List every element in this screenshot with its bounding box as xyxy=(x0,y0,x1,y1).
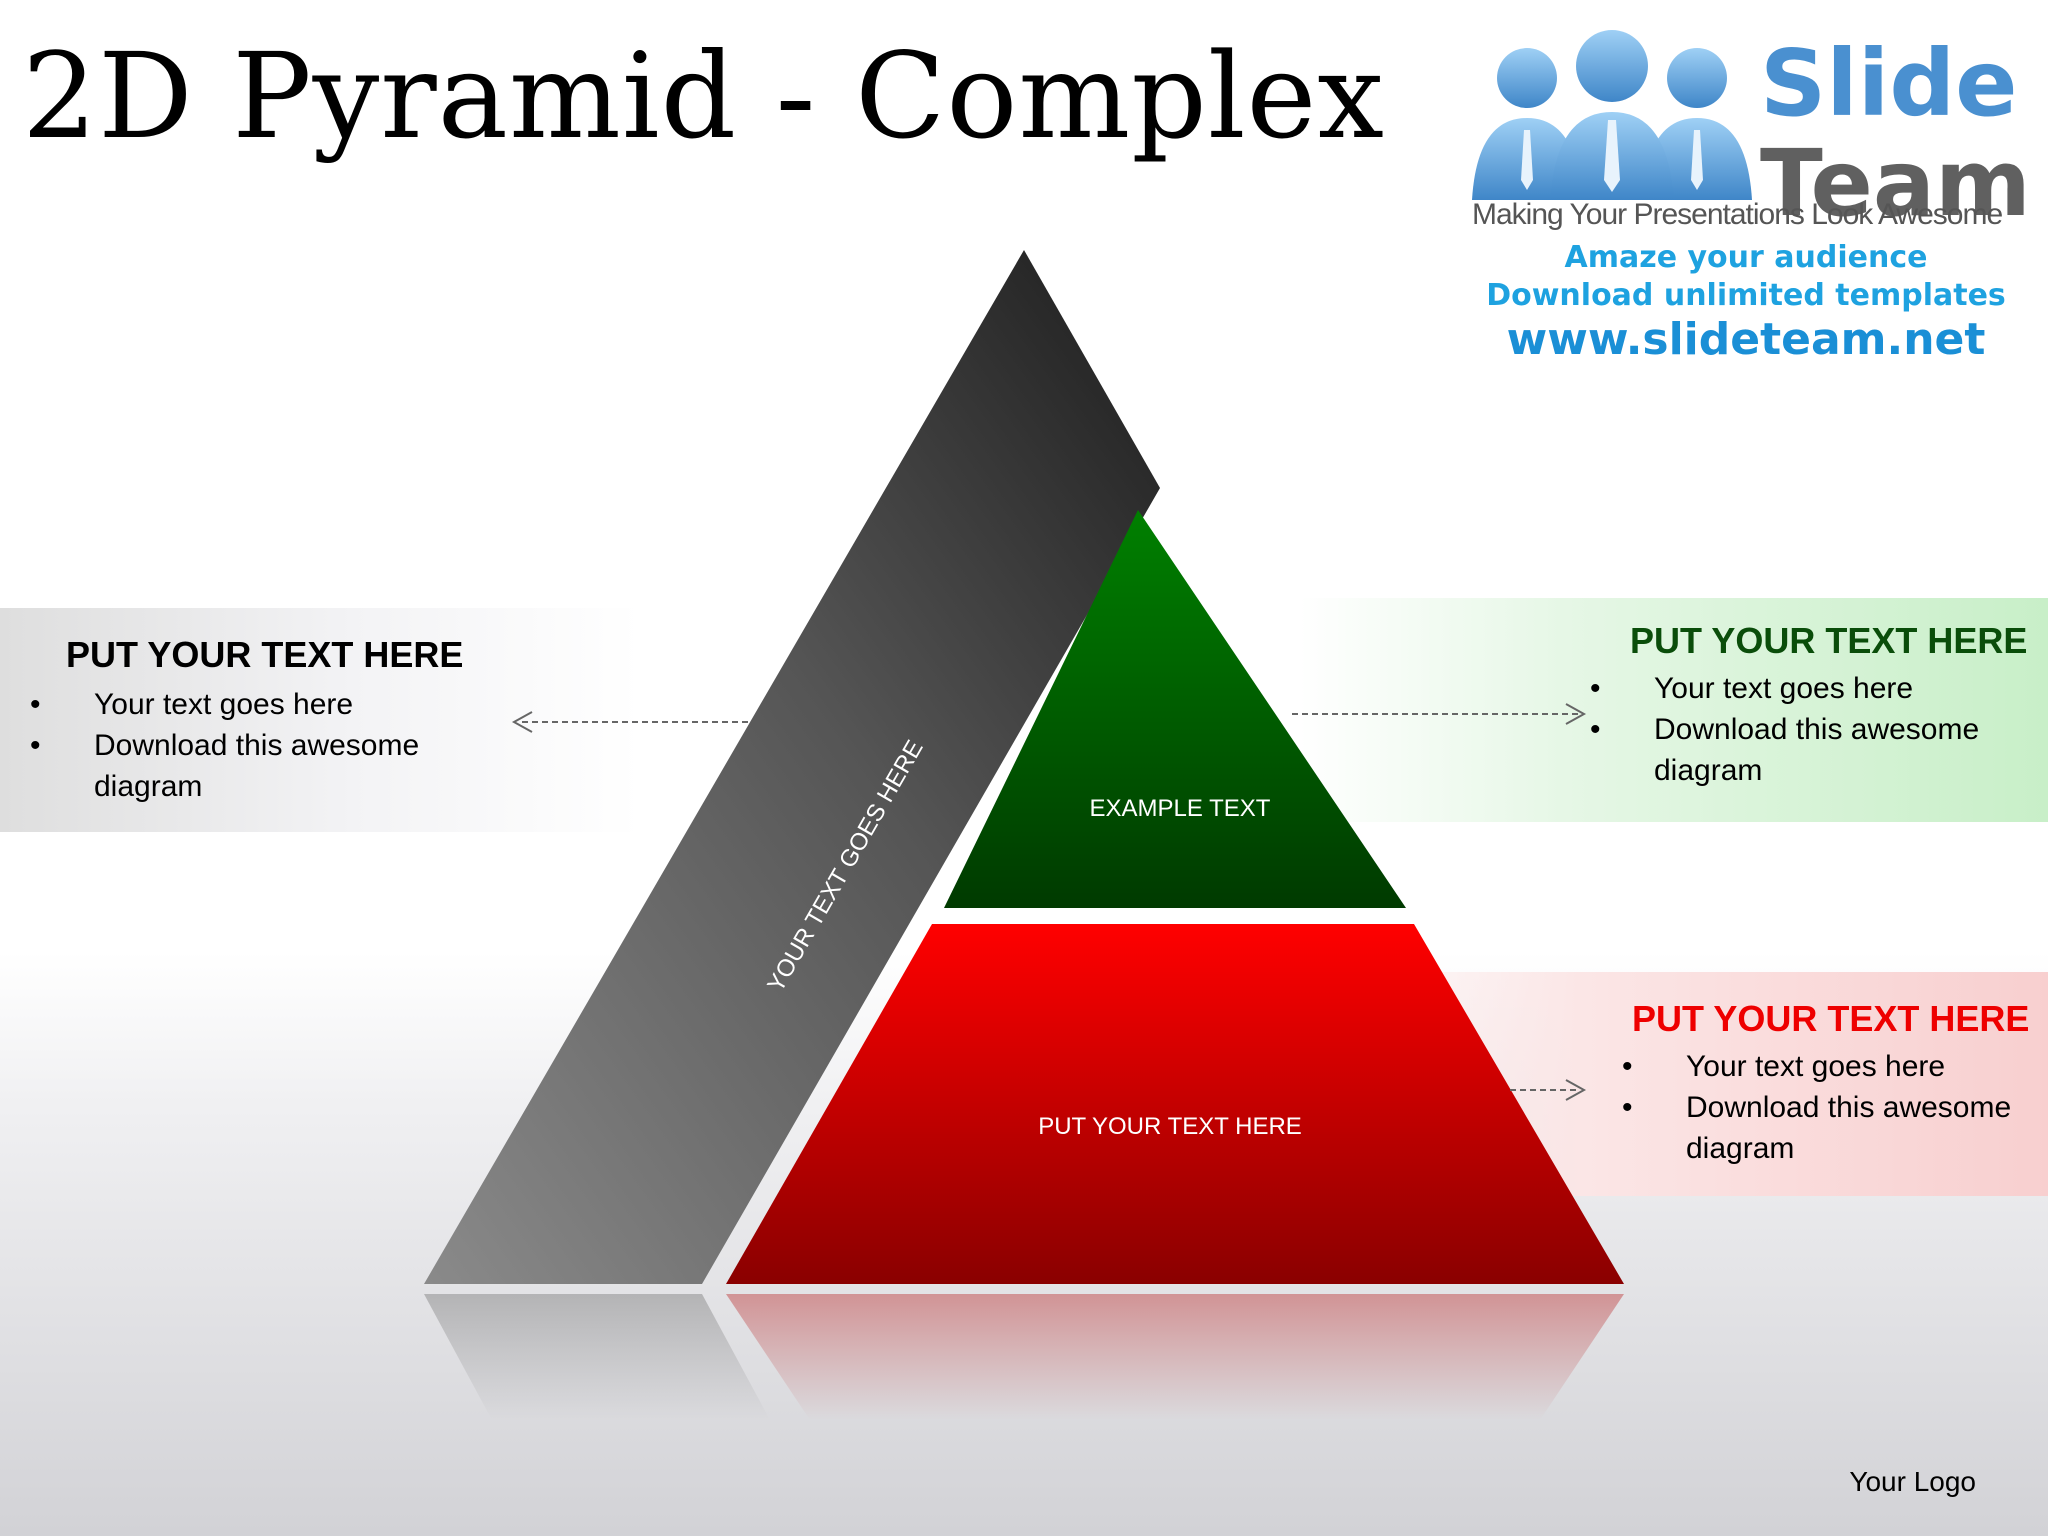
pyramid-bottom-section xyxy=(726,924,1624,1284)
bullet-item: Your text goes here xyxy=(30,684,450,725)
pyramid-bottom-label: PUT YOUR TEXT HERE xyxy=(1038,1113,1302,1140)
your-logo-placeholder: Your Logo xyxy=(1849,1466,1976,1497)
bullet-item: Download this awesome diagram xyxy=(1590,709,2030,791)
slideteam-logo: Slide Team Making Your Presentations Loo… xyxy=(1468,22,2031,382)
callout-left-heading: PUT YOUR TEXT HERE xyxy=(66,634,464,675)
promo-text-1: Amaze your audience xyxy=(1564,240,1928,275)
callout-red-bullets: Your text goes here Download this awesom… xyxy=(1622,1046,2042,1169)
callout-green-bullets: Your text goes here Download this awesom… xyxy=(1590,668,2030,791)
bottom-reflection xyxy=(726,1294,1624,1420)
callout-right-green: PUT YOUR TEXT HERE Your text goes here D… xyxy=(1300,598,2048,822)
callout-green-heading: PUT YOUR TEXT HERE xyxy=(1630,620,2028,661)
bullet-item: Your text goes here xyxy=(1590,668,2030,709)
arrow-right-green xyxy=(1292,703,1587,725)
pyramid-top-label: EXAMPLE TEXT xyxy=(1090,795,1271,822)
callout-left-bullets: Your text goes here Download this awesom… xyxy=(30,684,450,807)
logo-tagline: Making Your Presentations Look Awesome xyxy=(1472,198,2003,231)
pyramid-side-face xyxy=(424,250,1160,1284)
logo-word-slide: Slide xyxy=(1760,30,2018,137)
pyramid-top-section xyxy=(944,510,1406,908)
promo-url: www.slideteam.net xyxy=(1506,314,1986,365)
bullet-item: Download this awesome diagram xyxy=(1622,1087,2042,1169)
people-icon xyxy=(1472,30,1752,200)
callout-red-heading: PUT YOUR TEXT HERE xyxy=(1632,998,2030,1039)
bullet-item: Your text goes here xyxy=(1622,1046,2042,1087)
bullet-item: Download this awesome diagram xyxy=(30,725,450,807)
arrow-right-red xyxy=(1510,1079,1587,1101)
promo-text-2: Download unlimited templates xyxy=(1486,278,2006,313)
slide-title: 2D Pyramid - Complex xyxy=(22,27,1385,165)
arrow-left xyxy=(511,711,748,733)
side-reflection xyxy=(424,1294,770,1420)
callout-left: PUT YOUR TEXT HERE Your text goes here D… xyxy=(0,608,640,832)
logo-word-team: Team xyxy=(1760,130,2031,237)
